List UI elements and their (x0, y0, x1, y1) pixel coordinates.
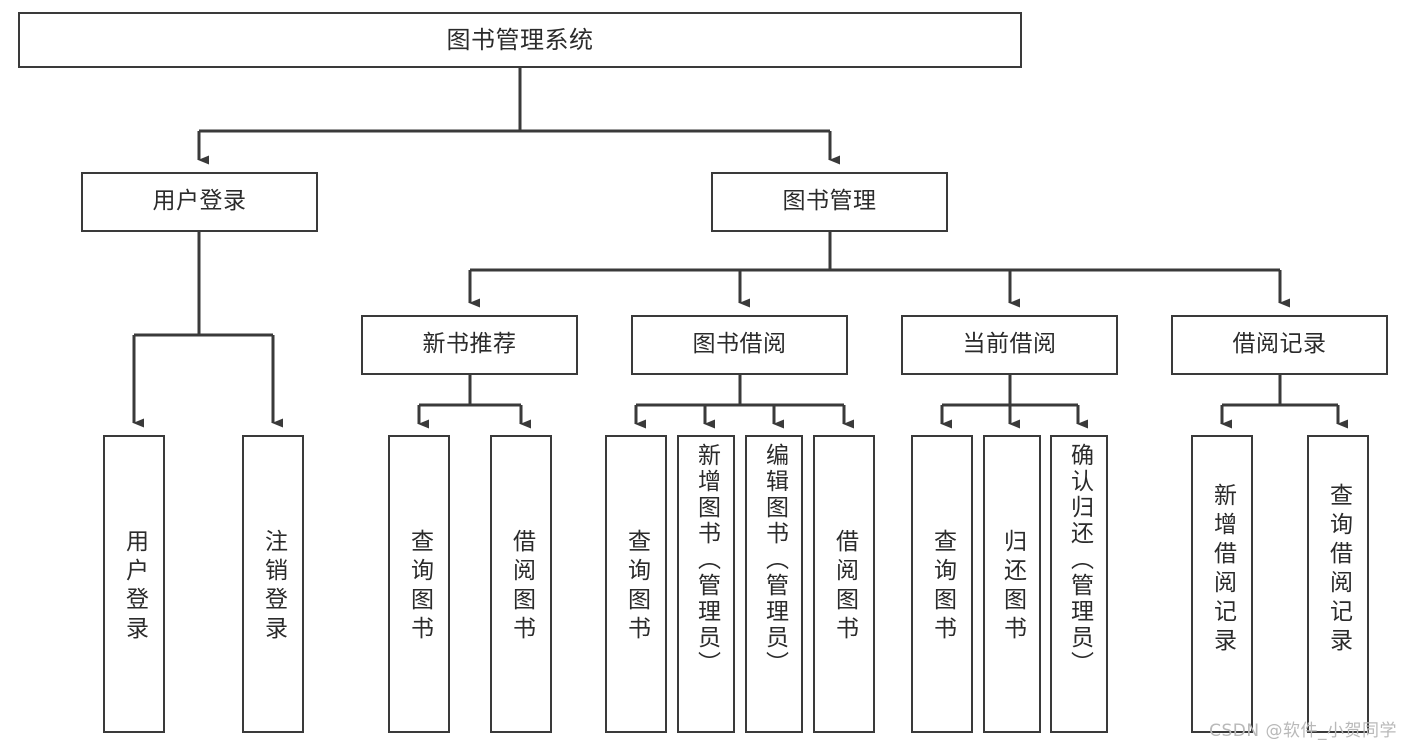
node-book-borrow[interactable]: 图书借阅 (631, 315, 848, 375)
node-borrow-record[interactable]: 借阅记录 (1171, 315, 1388, 375)
leaf-record-add-record[interactable]: 新增借阅记录 (1191, 435, 1253, 733)
node-label: 新增借阅记录 (1209, 483, 1236, 657)
node-label: 查询图书 (406, 529, 433, 645)
leaf-recommend-borrow-book[interactable]: 借阅图书 (490, 435, 552, 733)
csdn-watermark: CSDN @软件_小贺同学 (1209, 721, 1397, 741)
node-current-borrow[interactable]: 当前借阅 (901, 315, 1118, 375)
node-label: 用户登录 (152, 188, 247, 215)
node-root-system[interactable]: 图书管理系统 (18, 12, 1022, 68)
node-label: 编辑图书（管理员） (761, 443, 788, 677)
leaf-borrow-query-book[interactable]: 查询图书 (605, 435, 667, 733)
leaf-borrow-edit-book-admin[interactable]: 编辑图书（管理员） (745, 435, 803, 733)
node-label: 图书管理系统 (446, 25, 594, 54)
leaf-current-query-book[interactable]: 查询图书 (911, 435, 973, 733)
leaf-borrow-add-book-admin[interactable]: 新增图书（管理员） (677, 435, 735, 733)
node-label: 归还图书 (999, 529, 1026, 645)
node-label: 借阅图书 (831, 529, 858, 645)
leaf-current-confirm-return-admin[interactable]: 确认归还（管理员） (1050, 435, 1108, 733)
node-label: 图书管理 (782, 188, 877, 215)
node-label: 注销登录 (260, 529, 287, 645)
node-label: 借阅记录 (1232, 331, 1327, 358)
leaf-record-query-record[interactable]: 查询借阅记录 (1307, 435, 1369, 733)
node-label: 确认归还（管理员） (1066, 443, 1093, 677)
node-user-login[interactable]: 用户登录 (81, 172, 318, 232)
leaf-recommend-query-book[interactable]: 查询图书 (388, 435, 450, 733)
node-label: 查询图书 (623, 529, 650, 645)
node-label: 新增图书（管理员） (693, 443, 720, 677)
leaf-user-login-login[interactable]: 用户登录 (103, 435, 165, 733)
node-label: 新书推荐 (422, 331, 517, 358)
node-label: 图书借阅 (692, 331, 787, 358)
node-label: 当前借阅 (962, 331, 1057, 358)
node-book-management[interactable]: 图书管理 (711, 172, 948, 232)
leaf-borrow-borrow-book[interactable]: 借阅图书 (813, 435, 875, 733)
node-label: 借阅图书 (508, 529, 535, 645)
node-label: 用户登录 (121, 529, 148, 645)
leaf-current-return-book[interactable]: 归还图书 (983, 435, 1041, 733)
node-label: 查询借阅记录 (1325, 483, 1352, 657)
node-label: 查询图书 (929, 529, 956, 645)
leaf-user-login-logout[interactable]: 注销登录 (242, 435, 304, 733)
node-new-book-recommend[interactable]: 新书推荐 (361, 315, 578, 375)
